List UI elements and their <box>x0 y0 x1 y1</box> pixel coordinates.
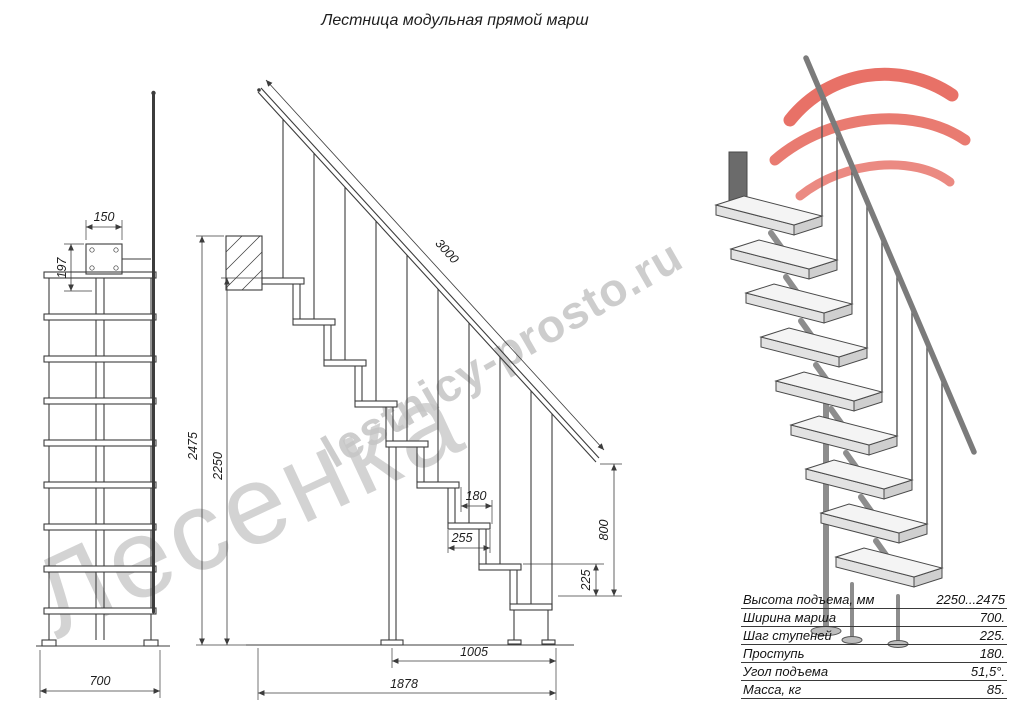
dim-text-150: 150 <box>94 210 115 224</box>
spec-value: 180. <box>979 646 1005 661</box>
spec-value: 85. <box>986 682 1005 697</box>
dim-riser: 225 <box>523 563 604 596</box>
dim-text-1878: 1878 <box>390 677 418 691</box>
spec-row: Проступь 180. <box>741 645 1007 663</box>
brand-logo <box>769 67 971 201</box>
dim-bracket-width: 150 <box>85 210 123 240</box>
dim-text-2250: 2250 <box>211 452 225 481</box>
tread-3d <box>744 283 854 324</box>
dim-text-700: 700 <box>90 674 111 688</box>
view-3d <box>714 55 977 648</box>
spec-value: 51,5°. <box>970 664 1005 679</box>
spec-row: Угол подъема 51,5°. <box>741 663 1007 681</box>
dim-rail-length: 3000 <box>265 79 605 451</box>
spec-label: Проступь <box>743 646 805 661</box>
spec-table: Высота подъема, мм 2250...2475 Ширина ма… <box>741 591 1007 699</box>
side-view: 3000 2475 2250 180 <box>186 79 622 700</box>
dim-total-run: 1878 <box>257 648 556 700</box>
dim-text-180: 180 <box>466 489 487 503</box>
spec-value: 2250...2475 <box>936 592 1005 607</box>
spec-label: Ширина марша <box>743 610 837 625</box>
dim-march-width: 700 <box>39 650 161 698</box>
tread-3d <box>834 547 944 588</box>
dim-bracket-height: 197 <box>55 243 92 292</box>
dim-height-total: 2475 <box>186 235 246 646</box>
spec-label: Угол подъема <box>743 664 829 679</box>
spec-value: 700. <box>979 610 1005 625</box>
spec-row: Масса, кг 85. <box>741 681 1007 699</box>
dim-tread-depth: 255 <box>447 530 491 553</box>
spec-row: Шаг ступеней 225. <box>741 627 1007 645</box>
tread-3d <box>729 239 839 280</box>
dim-rail-end-height: 800 <box>558 463 622 597</box>
dim-text-1005: 1005 <box>460 645 488 659</box>
spec-label: Шаг ступеней <box>743 628 832 643</box>
drawing-title: Лестница модульная прямой марш <box>321 12 589 29</box>
tread-3d <box>714 195 824 236</box>
spec-row: Высота подъема, мм 2250...2475 <box>741 591 1007 609</box>
handrail-3d <box>803 55 977 455</box>
tread-3d <box>819 503 929 544</box>
dim-text-225: 225 <box>579 570 593 592</box>
front-view: 150 197 700 <box>36 90 170 698</box>
spec-value: 225. <box>979 628 1005 643</box>
tread-3d <box>759 327 869 368</box>
dim-step-run: 180 <box>460 487 493 524</box>
dim-text-2475: 2475 <box>186 432 200 461</box>
spec-label: Высота подъема, мм <box>743 592 875 607</box>
tread-3d <box>774 371 884 412</box>
dim-text-197: 197 <box>55 257 69 279</box>
tread-3d <box>789 415 899 456</box>
dim-text-800: 800 <box>597 520 611 541</box>
tread-3d <box>804 459 914 500</box>
dim-text-255: 255 <box>451 531 473 545</box>
dim-bottom-run: 1005 <box>391 645 557 700</box>
dim-text-3000: 3000 <box>432 236 461 266</box>
spec-label: Масса, кг <box>743 682 802 697</box>
spec-row: Ширина марша 700. <box>741 609 1007 627</box>
dim-height-floor: 2250 <box>211 277 262 645</box>
